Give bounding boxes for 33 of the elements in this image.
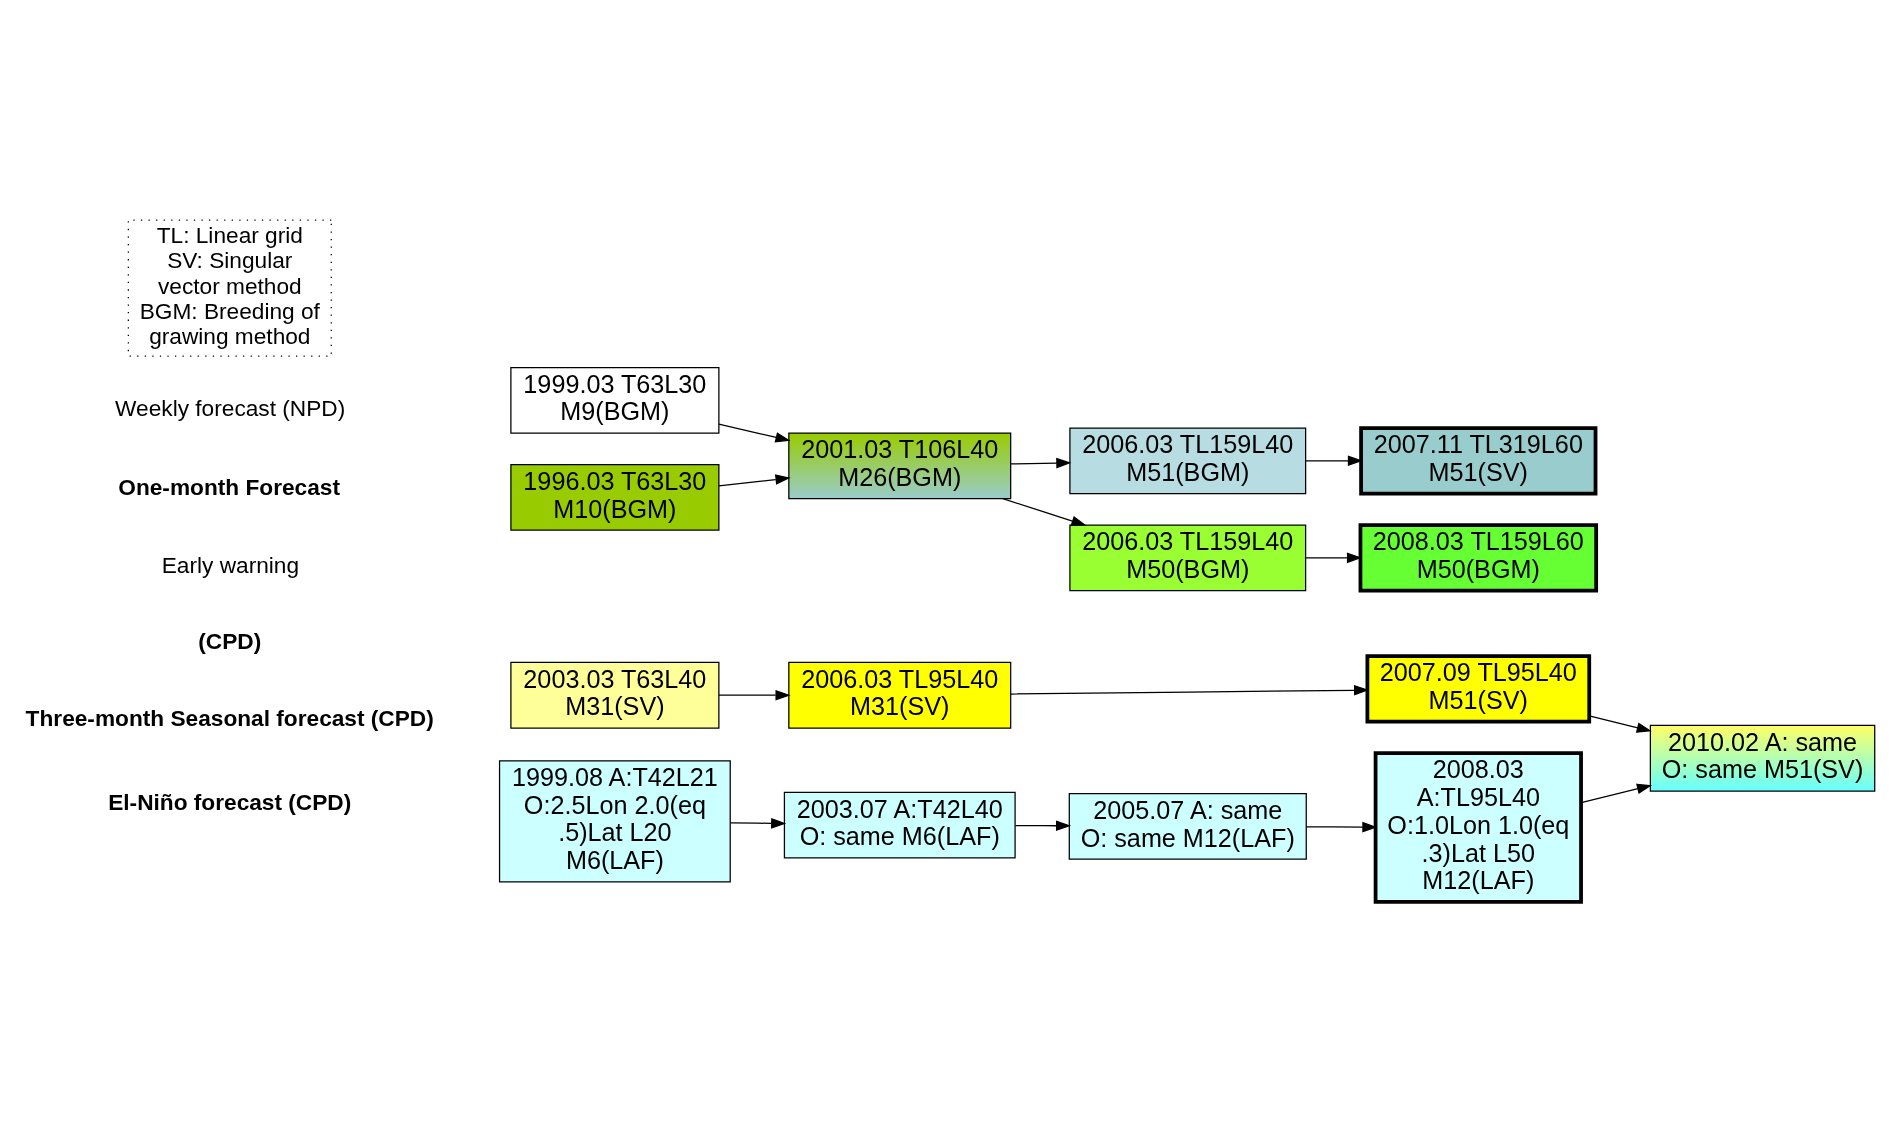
node-box: 2003.03 T63L40 M31(SV): [510, 661, 720, 729]
node-box: 1996.03 T63L30 M10(BGM): [510, 463, 720, 531]
node-box: 1999.08 A:T42L21 O:2.5Lon 2.0(eq .5)Lat L20 M6(LAF): [498, 760, 731, 883]
node-box: 1999.03 T63L30 M9(BGM): [510, 366, 720, 434]
label: Weekly forecast (NPD): [115, 394, 346, 421]
label: (CPD): [198, 628, 262, 655]
node-box: 2008.03 A:TL95L40 O:1.0Lon 1.0(eq .3)Lat L50 M12(LAF): [1373, 751, 1583, 904]
arrow: [1305, 821, 1378, 833]
arrow: [1002, 498, 1087, 527]
node-box: 2008.03 TL159L60 M50(BGM): [1358, 523, 1599, 593]
node-box: 2005.07 A: same O: same M12(LAF): [1068, 792, 1307, 860]
arrow: [1014, 820, 1072, 832]
node-box: 2007.11 TL319L60 M51(SV): [1359, 426, 1598, 496]
node-box: TL: Linear grid SV: Singular vector method BGM: Breeding of grawing method: [127, 219, 332, 357]
arrow: [718, 423, 791, 443]
label: Three-month Seasonal forecast (CPD): [25, 705, 434, 731]
node-box: 2006.03 TL159L40 M50(BGM): [1069, 524, 1307, 592]
node-box: 2003.07 A:T42L40 O: same M6(LAF): [783, 791, 1016, 859]
arrow: [718, 474, 791, 487]
arrow: [1588, 715, 1652, 733]
arrow: [1305, 455, 1363, 467]
label: El-Niño forecast (CPD): [108, 789, 352, 816]
node-box: 2001.03 T106L40 M26(BGM): [788, 432, 1012, 500]
label: One-month Forecast: [118, 474, 340, 501]
node-box: 2006.03 TL95L40 M31(SV): [788, 661, 1012, 729]
arrow: [729, 818, 787, 829]
node-box: 2007.09 TL95L40 M51(SV): [1365, 654, 1592, 724]
arrow: [718, 689, 791, 701]
label: Early warning: [161, 552, 300, 579]
arrow: [1010, 457, 1072, 469]
node-box: 2010.02 A: same O: same M51(SV): [1649, 724, 1876, 792]
arrow: [1580, 783, 1653, 804]
node-box: 2006.03 TL159L40 M51(BGM): [1069, 427, 1307, 495]
